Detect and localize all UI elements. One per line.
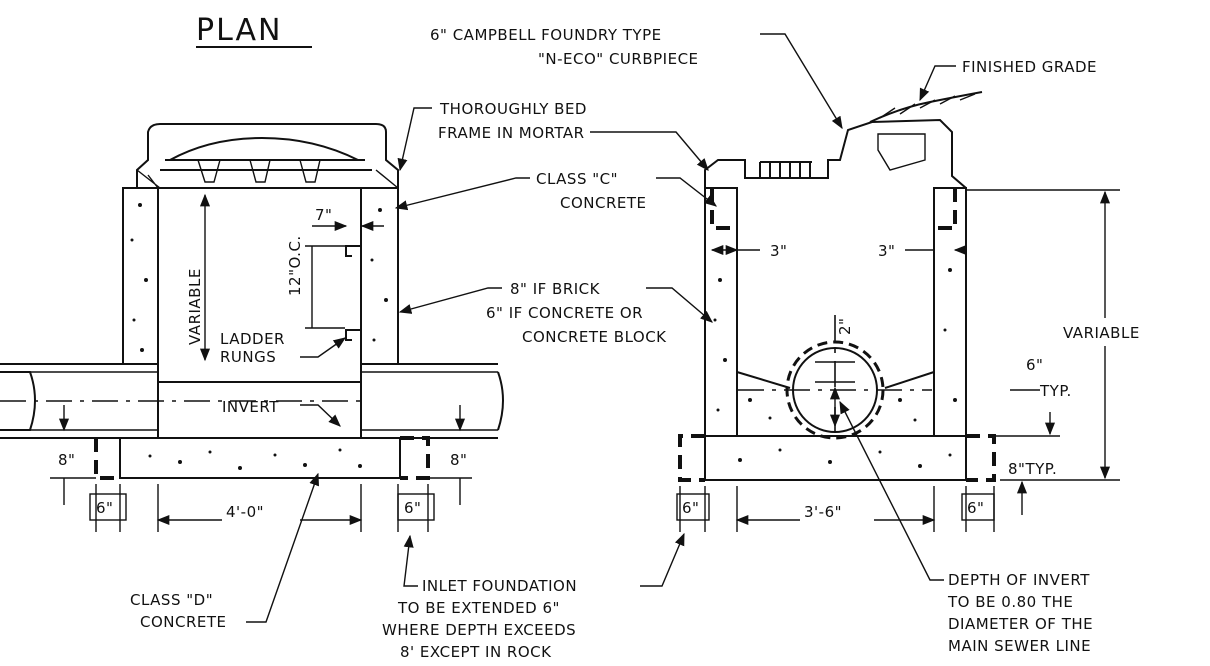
curbpiece-frame xyxy=(704,118,967,189)
foundation-line-4: 8' EXCEPT IN ROCK xyxy=(400,643,552,661)
finished-grade-line xyxy=(869,91,983,123)
left-wall xyxy=(122,187,159,365)
rung-spacing-label: 12"O.C. xyxy=(286,235,304,296)
finished-grade-label: FINISHED GRADE xyxy=(962,58,1097,76)
rung-7in-label: 7" xyxy=(315,206,332,224)
right-3in-right-label: 3" xyxy=(878,242,895,260)
right-view-right-wall xyxy=(933,187,967,437)
right-6in-left-label: 6" xyxy=(682,499,699,517)
left-foundation-extension xyxy=(94,436,430,480)
grate-bars xyxy=(759,162,811,178)
foundation-line-3: WHERE DEPTH EXCEEDS xyxy=(382,621,576,639)
right-variable-label: VARIABLE xyxy=(1063,324,1140,342)
wall-thickness-line-1: 8" IF BRICK xyxy=(510,280,601,298)
depth-invert-line-3: DIAMETER OF THE xyxy=(948,615,1093,633)
curbpiece-line-2: "N-ECO" CURBPIECE xyxy=(538,50,699,68)
left-foundation xyxy=(119,437,401,479)
right-view-left-wall xyxy=(704,187,738,437)
right-wall xyxy=(360,187,399,365)
left-grate xyxy=(160,159,372,171)
class-d-line-1: CLASS "D" xyxy=(130,591,213,609)
sewer-pipes xyxy=(0,363,498,439)
bed-frame-line-1: THOROUGHLY BED xyxy=(439,100,587,118)
callouts: 6" CAMPBELL FOUNDRY TYPE "N-ECO" CURBPIE… xyxy=(130,26,1097,661)
typ-8-label: 8"TYP. xyxy=(1008,460,1057,478)
right-2in-label: 2" xyxy=(836,318,854,335)
right-6in-label: 6" xyxy=(404,499,421,517)
plan-title: PLAN xyxy=(196,13,282,48)
right-8in-label: 8" xyxy=(450,451,467,469)
right-section-view: 2" 3" 3" VARIABLE xyxy=(676,91,1170,532)
ladder-rungs xyxy=(345,245,361,341)
right-concrete-aggregate xyxy=(713,268,957,468)
foundation-line-1: INLET FOUNDATION xyxy=(422,577,577,595)
class-c-line-2: CONCRETE xyxy=(560,194,647,212)
bench-slopes xyxy=(736,371,935,389)
class-c-line-1: CLASS "C" xyxy=(536,170,618,188)
depth-invert-line-1: DEPTH OF INVERT xyxy=(948,571,1090,589)
typ-6-label-2: TYP. xyxy=(1039,382,1072,400)
left-6in-label: 6" xyxy=(96,499,113,517)
left-concrete-aggregate xyxy=(130,203,388,470)
class-d-line-2: CONCRETE xyxy=(140,613,227,631)
depth-invert-line-2: TO BE 0.80 THE xyxy=(947,593,1073,611)
curbpiece-line-1: 6" CAMPBELL FOUNDRY TYPE xyxy=(430,26,662,44)
typ-6-label-1: 6" xyxy=(1026,356,1043,374)
right-foundation-extension xyxy=(678,434,996,482)
left-section-view: VARIABLE 12"O.C. 7" 8" 8" 6" 6" 4'-0" IN… xyxy=(0,123,504,532)
left-frame xyxy=(136,123,399,188)
left-grate-top xyxy=(169,136,359,161)
right-width-label: 3'-6" xyxy=(804,503,842,521)
right-foundation xyxy=(704,435,967,481)
depth-invert-line-4: MAIN SEWER LINE xyxy=(948,637,1091,655)
left-8in-label: 8" xyxy=(58,451,75,469)
bed-frame-line-2: FRAME IN MORTAR xyxy=(438,124,585,142)
invert-label: INVERT xyxy=(222,398,279,416)
wall-extension-dashes xyxy=(710,188,957,230)
ladder-label-1: LADDER xyxy=(220,330,285,348)
right-3in-left-label: 3" xyxy=(770,242,787,260)
left-mortar-hatch xyxy=(136,169,399,189)
wall-thickness-line-3: CONCRETE BLOCK xyxy=(522,328,667,346)
left-width-label: 4'-0" xyxy=(226,503,264,521)
right-6in-right-label: 6" xyxy=(967,499,984,517)
ladder-label-2: RUNGS xyxy=(220,348,276,366)
grade-hatch xyxy=(879,93,976,119)
left-grate-bars xyxy=(197,159,321,183)
left-variable-label: VARIABLE xyxy=(186,268,204,345)
wall-thickness-line-2: 6" IF CONCRETE OR xyxy=(486,304,643,322)
foundation-line-2: TO BE EXTENDED 6" xyxy=(397,599,560,617)
